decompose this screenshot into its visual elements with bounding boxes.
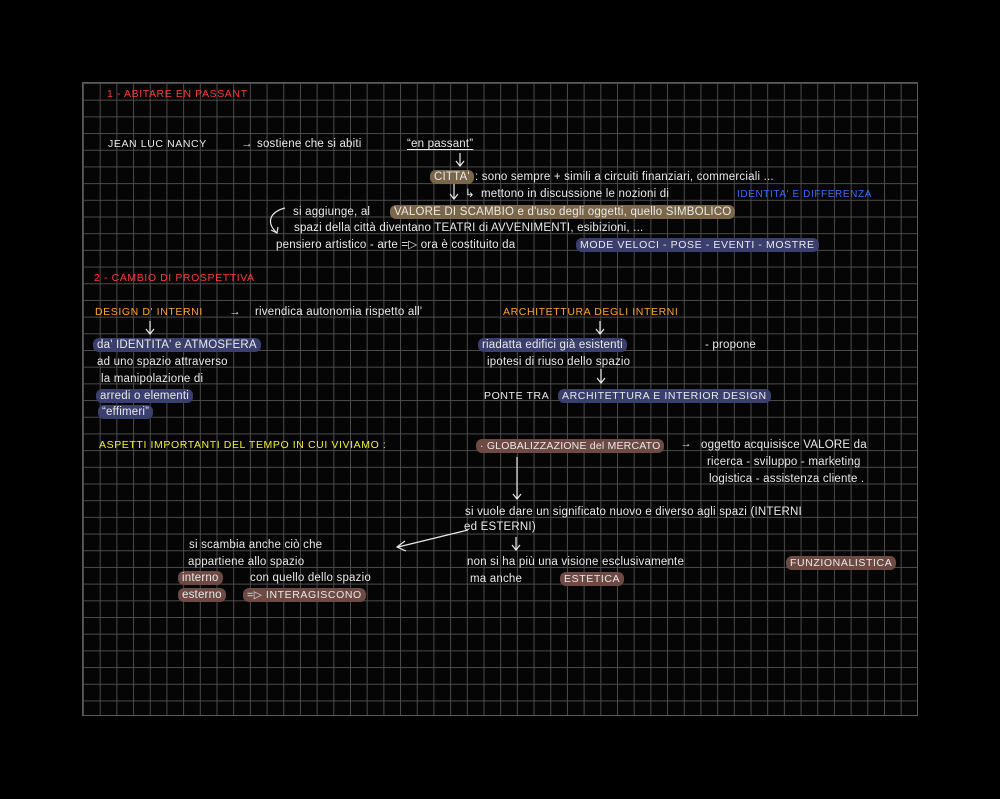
arrow-glyph: → bbox=[241, 138, 253, 150]
arch-interior-design: ARCHITETTURA e INTERIOR DESIGN bbox=[558, 389, 771, 403]
left-line-1: da' IDENTITA' e ATMOSFERA bbox=[93, 338, 261, 352]
arrow-glyph: → bbox=[229, 306, 241, 318]
rivendica-text: rivendica autonomia rispetto all' bbox=[255, 306, 423, 318]
object-line-2: ricerca - sviluppo - marketing bbox=[707, 456, 861, 468]
vision-line-2: ma anche bbox=[470, 573, 523, 585]
ponte-tra: PONTE tra bbox=[484, 390, 550, 402]
right-line-1b: - propone bbox=[705, 339, 757, 351]
citta-text: : sono sempre + simili a circuiti finanz… bbox=[475, 171, 774, 183]
estetica: ESTETICA bbox=[560, 572, 625, 586]
heading-cambio: 2 - CAMBIO DI PROSPETTIVA bbox=[94, 272, 255, 284]
left-line-4: arredi o elementi bbox=[96, 389, 194, 403]
exchange-line-1: si scambia anche ciò che bbox=[189, 539, 323, 551]
sostiene-text: sostiene che si abiti bbox=[257, 138, 362, 150]
exchange-line-2: appartiene allo spazio bbox=[188, 556, 305, 568]
en-passant: “en passant” bbox=[407, 138, 474, 150]
interagiscono: =▷ INTERAGISCONO bbox=[243, 588, 366, 602]
identita-differenza: IDENTITA' E DIFFERENZA bbox=[737, 189, 872, 200]
arrow-glyph: → bbox=[680, 438, 692, 450]
sub-arrow-glyph: ↳ bbox=[465, 188, 475, 200]
object-line-3: logistica - assistenza cliente . bbox=[709, 473, 865, 485]
funzionalistica: FUNZIONALISTICA bbox=[786, 556, 897, 570]
citta-label: CITTA' bbox=[430, 170, 474, 184]
spazi-citta: spazi della città diventano TEATRI di AV… bbox=[294, 222, 644, 234]
mode-veloci: MODE VELOCI - POSE - EVENTI - MOSTRE bbox=[576, 238, 819, 252]
left-line-5: “effimeri” bbox=[98, 405, 154, 419]
grid-paper bbox=[82, 82, 918, 716]
vision-line-1: non si ha più una visione esclusivamente bbox=[467, 556, 685, 568]
left-line-3: la manipolazione di bbox=[101, 373, 204, 385]
heading-abitare: 1 - ABITARE EN PASSANT bbox=[107, 88, 248, 100]
exchange-line-3: con quello dello spazio bbox=[250, 572, 371, 584]
object-line-1: oggetto acquisisce VALORE da bbox=[701, 439, 867, 451]
pensiero-artistico: pensiero artistico - arte =▷ ora è costi… bbox=[276, 239, 516, 251]
interno: interno bbox=[178, 571, 223, 585]
globalizzazione: · GLOBALIZZAZIONE del MERCATO bbox=[476, 439, 665, 453]
architettura-interni: ARCHITETTURA DEGLI INTERNI bbox=[503, 306, 679, 318]
valore-scambio: VALORE DI SCAMBIO e d'uso degli oggetti,… bbox=[390, 205, 736, 219]
nozioni-text: mettono in discussione le nozioni di bbox=[481, 188, 670, 200]
right-line-1: riadatta edifici già esistenti bbox=[478, 338, 627, 352]
meaning-line-1: si vuole dare un significato nuovo e div… bbox=[465, 506, 802, 518]
right-line-2: ipotesi di riuso dello spazio bbox=[487, 356, 631, 368]
esterno: esterno bbox=[178, 588, 226, 602]
design-interni: DESIGN D' INTERNI bbox=[95, 306, 203, 318]
jean-luc-nancy: JEAN LUC NANCY bbox=[108, 138, 207, 150]
heading-aspetti: ASPETTI IMPORTANTI DEL TEMPO IN CUI VIVI… bbox=[99, 439, 387, 451]
left-line-2: ad uno spazio attraverso bbox=[97, 356, 228, 368]
si-aggiunge: si aggiunge, al bbox=[293, 206, 371, 218]
meaning-line-2: ed ESTERNI) bbox=[464, 521, 536, 533]
